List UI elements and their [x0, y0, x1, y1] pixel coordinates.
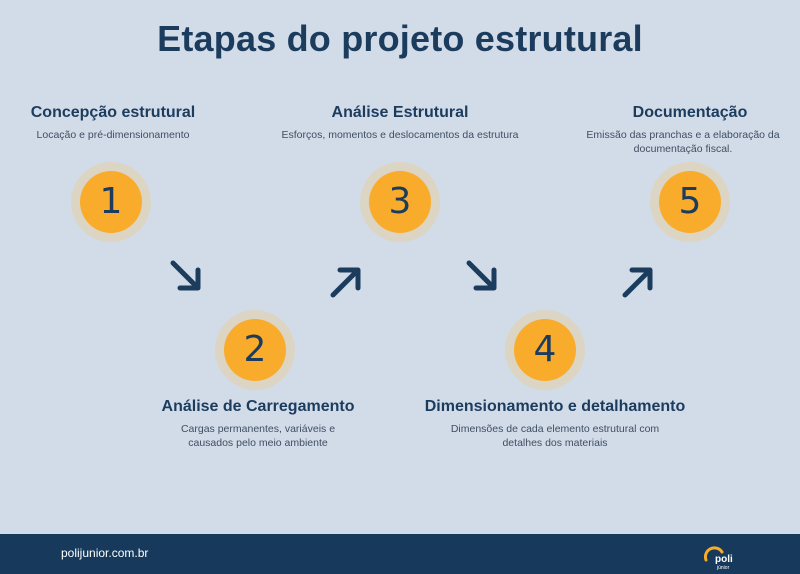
svg-text:poli: poli [715, 554, 733, 565]
svg-text:júnior: júnior [716, 565, 730, 570]
step-3-title: Análise Estrutural [331, 104, 469, 121]
step-1-description: Locação e pré-dimensionamento [36, 129, 190, 141]
step-5-title: Documentação [632, 104, 748, 121]
step-4-circle: 4 [505, 310, 585, 390]
step-2-number: 2 [224, 319, 286, 381]
step-4-description: Dimensões de cada elemento estrutural co… [450, 423, 660, 449]
step-5-circle: 5 [650, 162, 730, 242]
step-3-description: Esforços, momentos e deslocamentos da es… [281, 129, 519, 141]
step-1-circle: 1 [71, 162, 151, 242]
step-5-description: Emissão das pranchas e a elaboração da d… [586, 129, 780, 155]
step-3-circle: 3 [360, 162, 440, 242]
step-2-title: Análise de Carregamento [161, 398, 355, 415]
step-1-number: 1 [80, 171, 142, 233]
step-3-number: 3 [369, 171, 431, 233]
website-link[interactable]: polijunior.com.br [61, 546, 149, 560]
step-2-circle: 2 [215, 310, 295, 390]
step-1-title: Concepção estrutural [30, 104, 196, 121]
poli-junior-logo: poli júnior [703, 546, 733, 570]
arrow-down-right-icon [170, 260, 201, 291]
step-4-number: 4 [514, 319, 576, 381]
footer-bar: polijunior.com.br poli júnior [0, 534, 800, 574]
arrow-up-right-icon [330, 267, 361, 298]
arrow-up-right-icon [622, 267, 653, 298]
diagram-title: Etapas do projeto estrutural [157, 18, 643, 59]
step-2-description: Cargas permanentes, variáveis e causados… [180, 423, 336, 449]
step-5-number: 5 [659, 171, 721, 233]
step-4-title: Dimensionamento e detalhamento [424, 398, 686, 415]
arrow-down-right-icon [466, 260, 497, 291]
